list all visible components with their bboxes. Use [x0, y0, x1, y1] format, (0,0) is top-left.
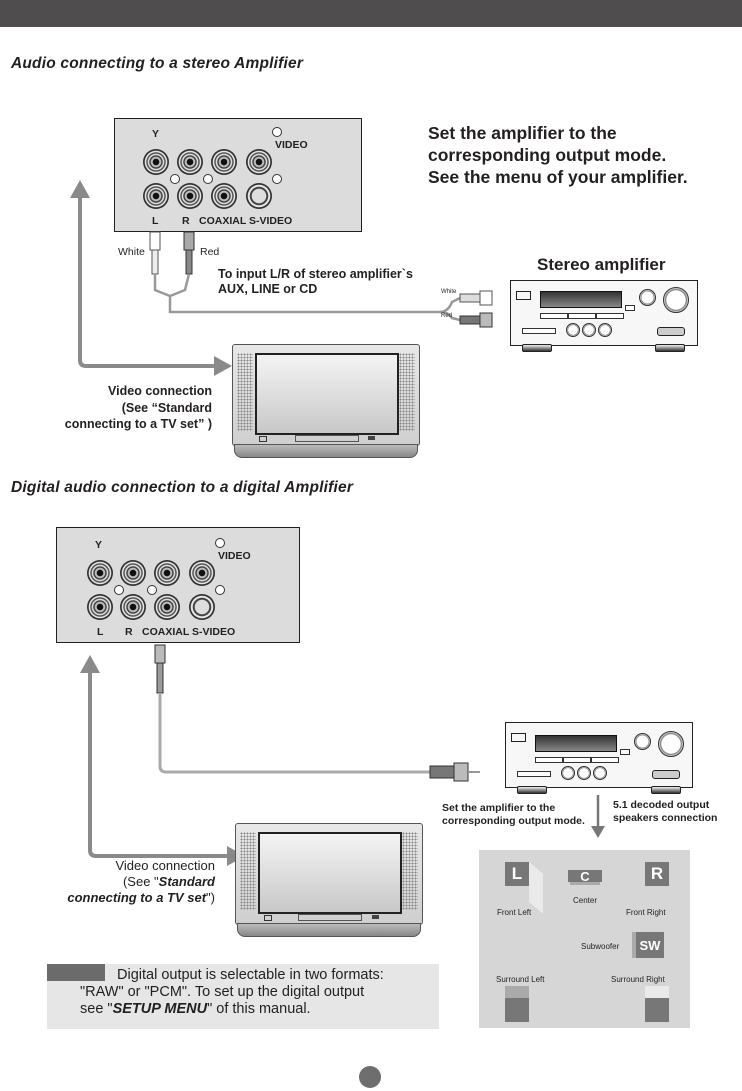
speaker-surround-right — [645, 998, 669, 1022]
jack-y — [87, 560, 113, 586]
down-arrow-head — [591, 826, 605, 838]
video-arrow-right-head — [214, 356, 232, 376]
note-box: Digital output is selectable in two form… — [47, 964, 439, 1029]
label-r: R — [182, 215, 190, 227]
jack-audio-l — [87, 594, 113, 620]
red-plug-body — [185, 249, 193, 275]
label-svideo: S-VIDEO — [192, 626, 236, 638]
video-arrow-up-head — [80, 655, 100, 673]
tv-screen — [255, 353, 399, 435]
note-line-2: "RAW" or "PCM". To set up the digital ou… — [80, 984, 365, 1000]
video-connection-note: Video connection (See “Standard connecti… — [64, 384, 212, 431]
speaker-center: C — [568, 869, 602, 884]
jack-video — [189, 560, 215, 586]
jack-video — [246, 149, 272, 175]
label-r: R — [125, 626, 133, 638]
subwoofer-label: Subwoofer — [581, 942, 620, 951]
jack-coaxial — [154, 594, 180, 620]
section2-title: Digital audio connection to a digital Am… — [11, 479, 354, 496]
page-number-marker — [359, 1066, 381, 1088]
label-video: VIDEO — [275, 139, 308, 151]
video-arrow-line — [88, 670, 228, 858]
tv-base — [234, 444, 418, 458]
red-plug — [183, 231, 195, 251]
label-coaxial: COAXIAL — [142, 626, 190, 638]
section1-title: Audio connecting to a stereo Amplifier — [11, 55, 304, 72]
label-l: L — [152, 215, 159, 227]
jack-svideo — [246, 183, 272, 209]
player-rear-panel: Y VIDEO L R COAXIAL S-VIDEO — [56, 527, 300, 643]
plug-red-label: Red — [441, 313, 453, 319]
led — [272, 127, 282, 137]
led — [147, 585, 157, 595]
note-tag — [47, 964, 105, 981]
coaxial-plug — [154, 644, 166, 664]
front-left-label: Front Left — [497, 908, 532, 917]
center-label: Center — [573, 896, 598, 905]
led — [114, 585, 124, 595]
amp-foot — [655, 344, 685, 352]
player-rear-panel: Y VIDEO L R COAXIAL S-VIDEO — [114, 118, 362, 232]
stereo-amplifier — [510, 280, 698, 346]
video-connection-note: Video connection (See "Standard connecti… — [67, 858, 215, 905]
front-right-label: Front Right — [626, 908, 666, 917]
led — [170, 174, 180, 184]
surround-left-label: Surround Left — [496, 975, 545, 984]
tv-set — [235, 823, 423, 925]
note-line-1: Digital output is selectable in two form… — [117, 967, 384, 983]
jack-audio-r — [120, 594, 146, 620]
tv-base — [237, 923, 421, 937]
amp-instruction: Set the amplifier to the corresponding o… — [428, 123, 688, 187]
video-arrow-up-head — [70, 180, 90, 198]
jack-pr — [154, 560, 180, 586]
amp-foot — [517, 786, 547, 794]
led — [272, 174, 282, 184]
white-plug — [149, 231, 161, 251]
led — [203, 174, 213, 184]
cable-red-label: Red — [200, 246, 220, 258]
section2-cables — [80, 644, 605, 866]
speaker-surround-left — [505, 998, 529, 1022]
jack-pb — [177, 149, 203, 175]
label-video: VIDEO — [218, 550, 251, 562]
jack-pr — [211, 149, 237, 175]
note-line-3: see "SETUP MENU" of this manual. — [80, 1001, 311, 1017]
amp-setting-note: Set the amplifier to the corresponding o… — [442, 802, 585, 827]
plug-white-label: White — [441, 289, 457, 295]
tv-screen — [258, 832, 402, 914]
jack-y — [143, 149, 169, 175]
jack-audio-r — [177, 183, 203, 209]
jack-coaxial — [211, 183, 237, 209]
amp-foot — [522, 344, 552, 352]
jack-svideo — [189, 594, 215, 620]
header-bar — [0, 0, 742, 27]
input-note: To input L/R of stereo amplifier`s AUX, … — [218, 267, 413, 296]
speaker-subwoofer: SW — [636, 932, 664, 958]
jack-audio-l — [143, 183, 169, 209]
label-y: Y — [95, 539, 103, 551]
led — [215, 585, 225, 595]
speaker-layout: L Front Left C Center R Front Right Subw… — [479, 850, 690, 1028]
white-plug-body — [151, 249, 159, 275]
label-l: L — [97, 626, 104, 638]
label-coaxial: COAXIAL — [199, 215, 247, 227]
surround-right-label: Surround Right — [611, 975, 665, 984]
cable-white-label: White — [118, 246, 145, 258]
digital-amplifier — [505, 722, 693, 788]
tv-set — [232, 344, 420, 446]
label-svideo: S-VIDEO — [249, 215, 293, 227]
video-arrow-line — [78, 195, 215, 368]
section1-cables — [70, 180, 493, 376]
led — [215, 538, 225, 548]
amp-foot — [651, 786, 681, 794]
label-y: Y — [152, 128, 160, 140]
speaker-connection-note: 5.1 decoded output speakers connection — [613, 799, 718, 824]
stereo-amp-title: Stereo amplifier — [537, 255, 666, 274]
jack-pb — [120, 560, 146, 586]
